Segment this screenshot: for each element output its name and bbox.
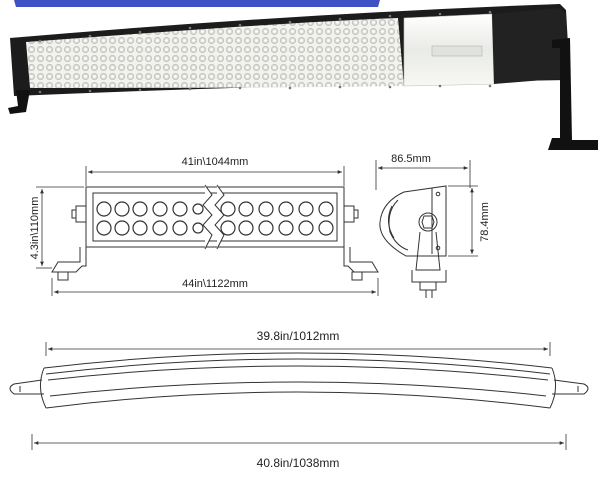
- front-view-led-panel: [92, 192, 338, 242]
- curved-view-drawing: [9, 352, 589, 409]
- curved-bar-top-edge: [43, 352, 553, 369]
- chord-label: 39.8in/1012mm: [257, 329, 340, 343]
- front-view-leds: [96, 201, 334, 236]
- side-view-bolt: [418, 212, 438, 232]
- curved-view-dimensions: [31, 342, 567, 450]
- curved-left-bracket: [9, 379, 44, 395]
- side-depth-label: 86.5mm: [391, 153, 431, 165]
- side-view-dimensions: [375, 160, 478, 257]
- side-view-stand: [411, 231, 447, 291]
- light-bar-photo: [8, 0, 598, 150]
- front-view-drawing: [51, 184, 379, 281]
- curved-bar-bottom-edge: [45, 391, 551, 409]
- overall-label: 40.8in/1038mm: [257, 456, 340, 470]
- side-view-drawing: [379, 185, 447, 298]
- right-mounting-bracket: [548, 38, 598, 150]
- front-view-body: [85, 186, 345, 248]
- front-view-left-bracket: [51, 205, 87, 273]
- light-bar-led-face: [26, 18, 404, 88]
- front-height-label: 4.3in\110mm: [29, 197, 41, 260]
- left-mounting-bracket: [8, 90, 30, 114]
- side-view-housing: [379, 185, 447, 257]
- housing-screws: [38, 10, 492, 94]
- top-banner-fragment: [14, 0, 380, 7]
- inner-width-label: 41in\1044mm: [182, 156, 249, 168]
- front-view-right-bracket: [343, 205, 379, 273]
- outer-width-label: 44in\1122mm: [182, 278, 248, 290]
- curved-right-bracket: [552, 379, 589, 395]
- front-view-dimensions: [36, 166, 379, 296]
- front-view-break-mark: [202, 184, 213, 250]
- flood-led-strip: [431, 45, 483, 57]
- side-height-label: 78.4mm: [479, 202, 491, 242]
- light-bar-end-cap: [492, 8, 568, 84]
